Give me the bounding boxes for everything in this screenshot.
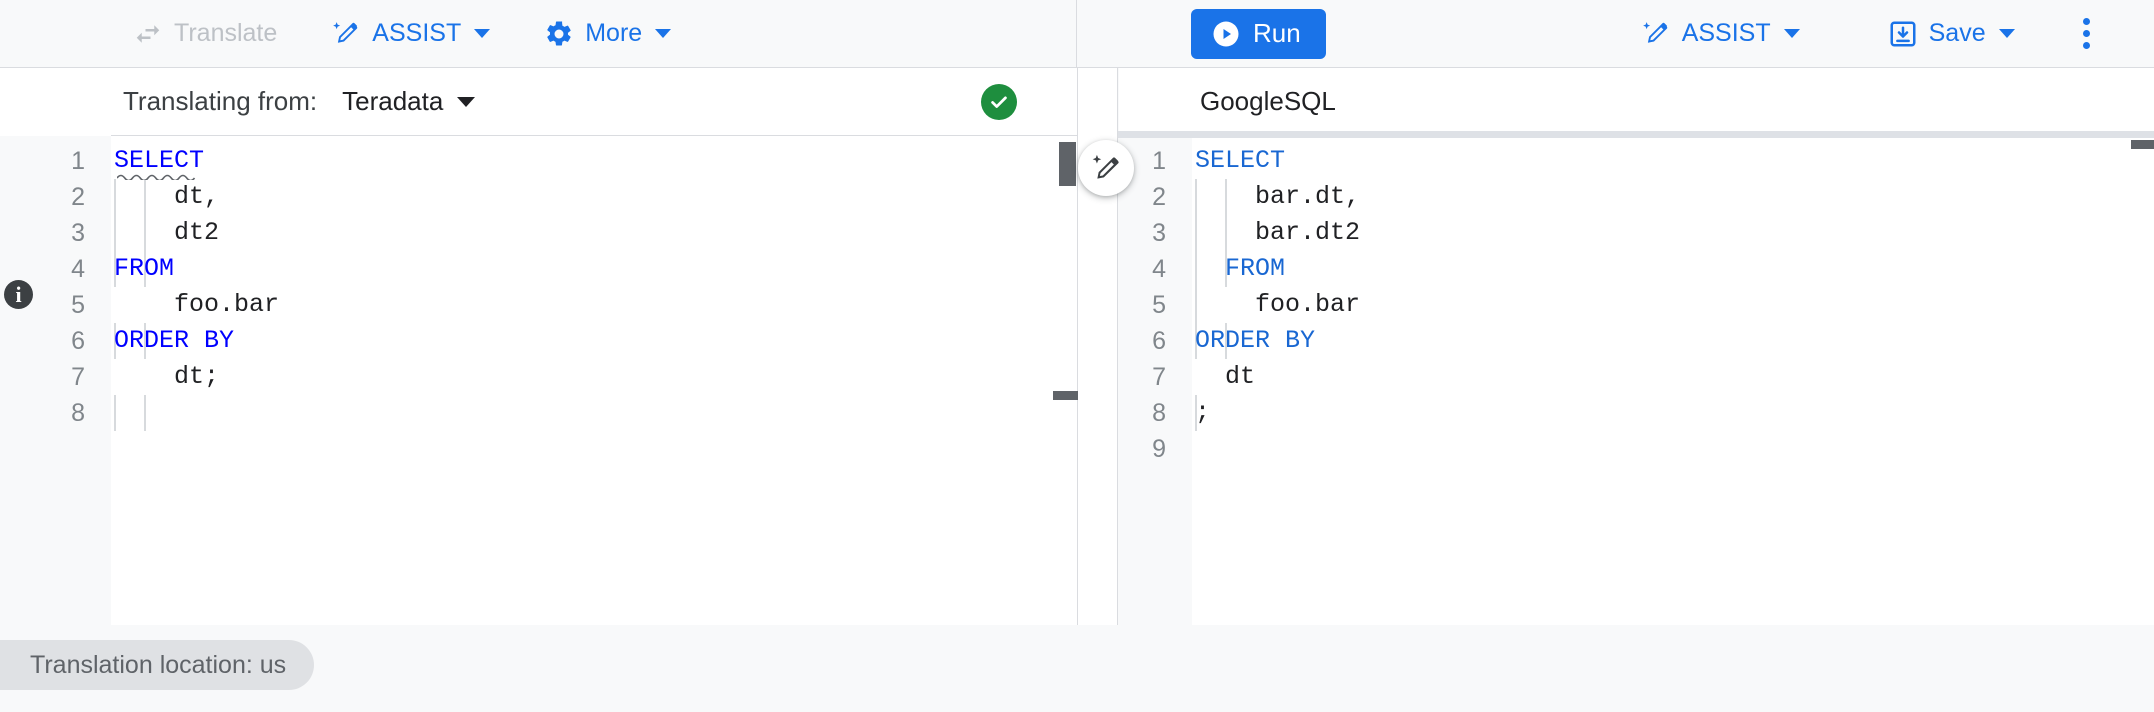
target-code-editor[interactable]: 1 2 3 4 5 6 7 8 9 SELECT bar.dt, bar.dt2…	[1118, 136, 2154, 625]
source-panel-header: Translating from: Teradata	[111, 68, 1077, 136]
line-number: 8	[71, 399, 85, 427]
assist-button-right[interactable]: ASSIST	[1627, 12, 1814, 56]
line-number: 7	[1152, 363, 1166, 391]
indent-guide	[144, 395, 146, 431]
indent-guide	[1195, 395, 1197, 431]
save-button[interactable]: Save	[1874, 12, 2029, 56]
run-button-label: Run	[1253, 18, 1301, 48]
chevron-down-icon	[1783, 29, 1800, 38]
line-number: 2	[71, 183, 85, 211]
target-horizontal-scrollbar-track[interactable]	[1118, 131, 2154, 138]
source-scroll-indicator[interactable]	[1053, 391, 1078, 400]
chevron-down-icon	[1998, 29, 2015, 38]
code-token: SELECT	[114, 146, 205, 175]
more-button-label: More	[585, 19, 643, 47]
indent-guide	[114, 179, 116, 287]
toolbar-left-group: Translate ASSIST	[0, 0, 1077, 67]
line-number: 1	[71, 147, 85, 175]
source-code-editor[interactable]: 1 2 3 4 5 6 7 8 SELECT	[0, 136, 1077, 625]
indent-guide	[144, 323, 146, 359]
line-number: 4	[1152, 255, 1166, 283]
target-code-area[interactable]: SELECT bar.dt, bar.dt2 FROM foo.bar ORDE…	[1192, 136, 2154, 625]
source-line-numbers: 1 2 3 4 5 6 7 8	[0, 143, 111, 431]
assist-button-left[interactable]: ASSIST	[317, 12, 504, 56]
kebab-menu-icon[interactable]	[2065, 12, 2109, 56]
indent-guide	[144, 179, 146, 287]
line-number: 1	[1152, 147, 1166, 175]
code-token: dt,	[114, 182, 220, 211]
line-number: 9	[1152, 435, 1166, 463]
code-token: ORDER BY	[1195, 326, 1316, 355]
indent-guide	[1225, 179, 1227, 287]
line-number: 8	[1152, 399, 1166, 427]
status-bar: Translation location: us	[0, 625, 2154, 712]
magic-pencil-icon	[331, 19, 361, 49]
line-number: 2	[1152, 183, 1166, 211]
check-circle-icon	[981, 83, 1017, 120]
code-token: FROM	[114, 254, 175, 283]
info-glyph: i	[15, 281, 22, 307]
error-squiggle	[117, 174, 196, 180]
translating-from-label: Translating from:	[123, 86, 318, 116]
code-token: dt	[1195, 362, 1256, 391]
line-number: 7	[71, 363, 85, 391]
chevron-down-icon	[474, 29, 491, 38]
code-token: dt;	[114, 362, 220, 391]
indent-guide	[114, 323, 116, 359]
magic-pencil-icon	[1641, 19, 1671, 49]
more-button[interactable]: More	[530, 12, 685, 56]
code-token: ;	[1195, 398, 1211, 427]
indent-guide	[114, 395, 116, 431]
toolbar-right-group: Run ASSIST	[1078, 0, 2154, 67]
line-number: 5	[71, 291, 85, 319]
code-token: foo.bar	[1195, 290, 1361, 319]
save-download-icon	[1888, 19, 1918, 49]
translation-location-chip: Translation location: us	[0, 640, 315, 690]
target-gutter	[1118, 136, 1192, 625]
line-number: 3	[71, 219, 85, 247]
line-number: 6	[71, 327, 85, 355]
code-token: dt2	[114, 218, 220, 247]
gear-icon	[544, 19, 574, 49]
chevron-down-icon	[457, 96, 476, 107]
magic-pencil-icon	[1092, 154, 1119, 179]
assist-button-left-label: ASSIST	[372, 19, 462, 47]
indent-guide	[1225, 323, 1227, 359]
assist-fab-button[interactable]	[1078, 140, 1134, 196]
line-number: 4	[71, 255, 85, 283]
line-number: 6	[1152, 327, 1166, 355]
chevron-down-icon	[655, 29, 672, 38]
source-dialect-value: Teradata	[342, 86, 444, 116]
assist-button-right-label: ASSIST	[1681, 19, 1771, 47]
line-number: 3	[1152, 219, 1166, 247]
target-code-lines: SELECT bar.dt, bar.dt2 FROM foo.bar ORDE…	[1192, 143, 1360, 467]
source-header-gutter	[0, 68, 111, 136]
translate-button[interactable]: Translate	[119, 12, 291, 56]
translate-button-label: Translate	[174, 19, 278, 47]
divider-drag-handle[interactable]	[1059, 142, 1076, 186]
play-circle-icon	[1211, 19, 1241, 49]
code-token: bar.dt,	[1195, 182, 1361, 211]
source-dialect-select[interactable]: Teradata	[342, 86, 476, 117]
target-panel-header: GoogleSQL	[1119, 68, 2154, 136]
line-number: 5	[1152, 291, 1166, 319]
swap-horizontal-icon	[133, 19, 163, 49]
top-toolbar: Translate ASSIST	[0, 0, 2154, 68]
save-button-label: Save	[1928, 19, 1986, 47]
source-code-area[interactable]: SELECT dt, dt2 FROM foo.bar ORDER BY dt;	[111, 136, 1077, 625]
code-token: ORDER BY	[114, 326, 235, 355]
target-dialect-value: GoogleSQL	[1200, 86, 1336, 116]
run-button[interactable]: Run	[1191, 8, 1326, 59]
target-scroll-indicator[interactable]	[2131, 140, 2154, 149]
translation-location-label: Translation location: us	[30, 650, 287, 679]
code-token: foo.bar	[114, 290, 280, 319]
source-code-lines: SELECT dt, dt2 FROM foo.bar ORDER BY dt;	[111, 143, 279, 431]
target-line-numbers: 1 2 3 4 5 6 7 8 9	[1118, 143, 1192, 467]
indent-guide	[1195, 179, 1197, 359]
code-token: bar.dt2	[1195, 218, 1361, 247]
code-token: SELECT	[1195, 146, 1286, 175]
info-icon[interactable]: i	[4, 280, 33, 309]
source-gutter	[0, 136, 111, 625]
code-token: FROM	[1195, 254, 1286, 283]
